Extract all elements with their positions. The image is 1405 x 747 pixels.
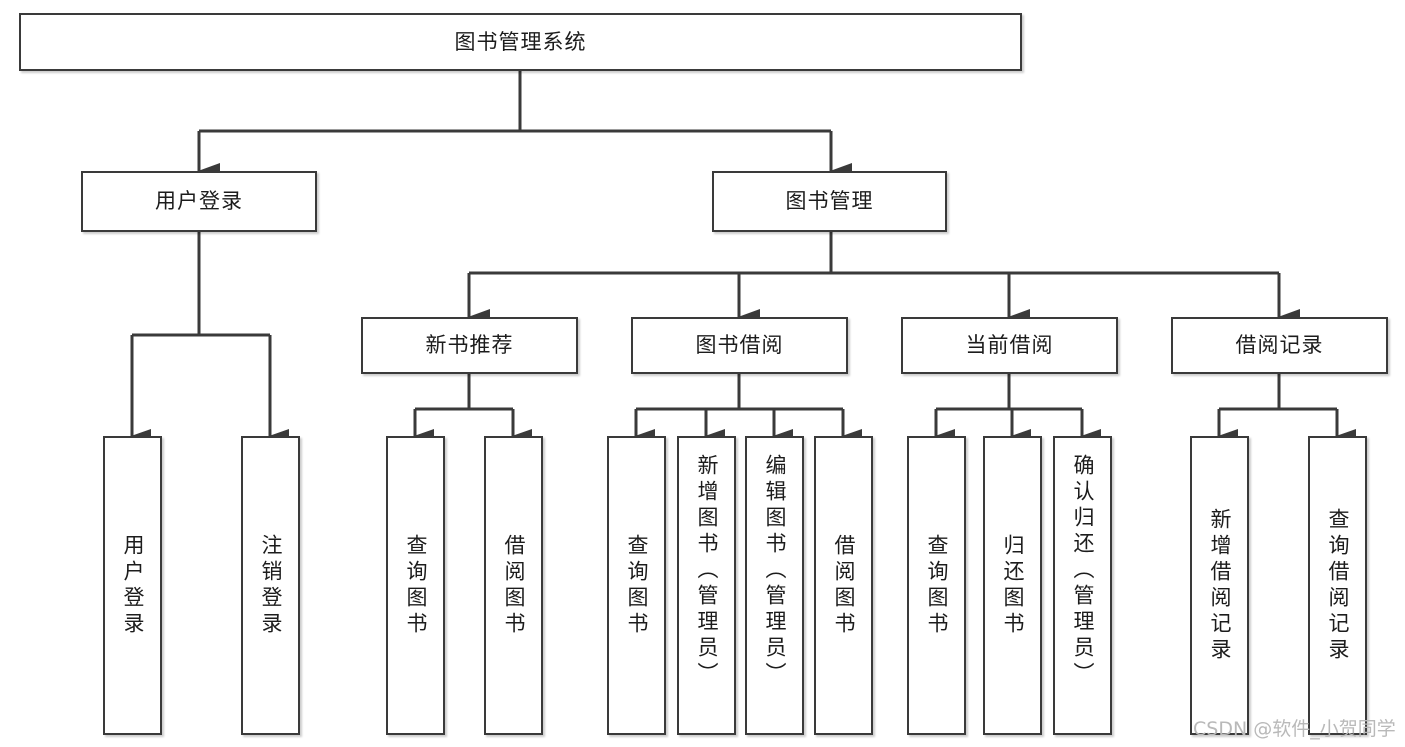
node-leaf-add-record[interactable]: 新增借阅记录 [1190,436,1249,735]
node-leaf-add-book-label: 新增图书（管理员） [695,454,719,688]
node-leaf-confirm-return-label: 确认归还（管理员） [1071,454,1095,688]
node-root[interactable]: 图书管理系统 [19,13,1022,71]
node-leaf-add-record-label: 新增借阅记录 [1208,507,1232,664]
node-leaf-query-book-3-label: 查询图书 [925,533,949,638]
node-leaf-query-book-1[interactable]: 查询图书 [386,436,445,735]
node-leaf-user-login-label: 用户登录 [121,533,145,638]
node-leaf-borrow-book-2-label: 借阅图书 [832,533,856,638]
node-leaf-edit-book-label: 编辑图书（管理员） [763,454,787,688]
node-current-borrow-label: 当前借阅 [965,333,1054,358]
node-leaf-query-book-2[interactable]: 查询图书 [607,436,666,735]
node-book-manage[interactable]: 图书管理 [712,171,947,232]
node-leaf-borrow-book-1[interactable]: 借阅图书 [484,436,543,735]
node-leaf-add-book[interactable]: 新增图书（管理员） [677,436,736,735]
csdn-watermark: CSDN @软件_小贺同学 [1193,718,1396,740]
node-leaf-edit-book[interactable]: 编辑图书（管理员） [745,436,804,735]
node-leaf-logout[interactable]: 注销登录 [241,436,300,735]
node-user-login[interactable]: 用户登录 [81,171,317,232]
node-book-borrow-label: 图书借阅 [695,333,784,358]
node-book-borrow[interactable]: 图书借阅 [631,317,848,374]
node-leaf-query-book-1-label: 查询图书 [404,533,428,638]
node-leaf-confirm-return[interactable]: 确认归还（管理员） [1053,436,1112,735]
node-borrow-record-label: 借阅记录 [1235,333,1324,358]
node-leaf-logout-label: 注销登录 [259,533,283,638]
node-leaf-borrow-book-1-label: 借阅图书 [502,533,526,638]
node-leaf-borrow-book-2[interactable]: 借阅图书 [814,436,873,735]
node-leaf-query-book-3[interactable]: 查询图书 [907,436,966,735]
node-leaf-query-record[interactable]: 查询借阅记录 [1308,436,1367,735]
node-root-label: 图书管理系统 [454,29,587,54]
node-leaf-query-record-label: 查询借阅记录 [1326,507,1350,664]
node-leaf-return-book-label: 归还图书 [1001,533,1025,638]
node-book-manage-label: 图书管理 [785,189,874,214]
node-current-borrow[interactable]: 当前借阅 [901,317,1118,374]
node-leaf-query-book-2-label: 查询图书 [625,533,649,638]
node-new-book-recommend[interactable]: 新书推荐 [361,317,578,374]
node-leaf-user-login[interactable]: 用户登录 [103,436,162,735]
node-user-login-label: 用户登录 [155,189,243,214]
node-new-book-recommend-label: 新书推荐 [425,333,514,358]
node-borrow-record[interactable]: 借阅记录 [1171,317,1388,374]
node-leaf-return-book[interactable]: 归还图书 [983,436,1042,735]
